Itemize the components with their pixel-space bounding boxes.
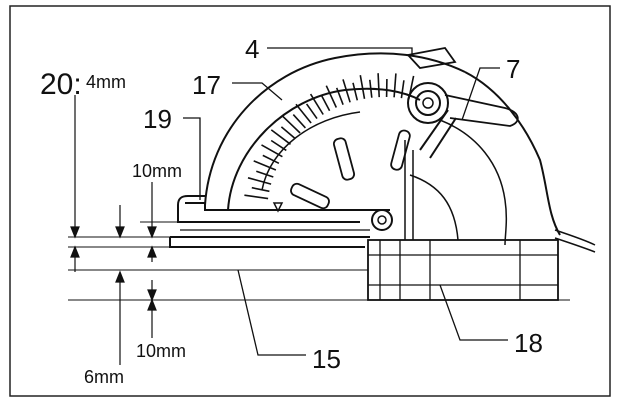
- scale-tick: [253, 160, 277, 171]
- scale-tick: [335, 87, 344, 105]
- scale-tick: [305, 103, 318, 120]
- part-18-label: 18: [514, 328, 543, 358]
- scale-tick: [325, 85, 338, 108]
- scale-tick: [309, 93, 324, 115]
- reference-lines: [68, 221, 570, 301]
- motor-housing-outline: [464, 71, 561, 236]
- leader-15: [237, 269, 306, 356]
- dim-10-upper-arrow-bottom: [147, 245, 157, 258]
- upper-guard-inner: [227, 87, 421, 211]
- scale-tick: [292, 114, 306, 129]
- leader-17: [232, 82, 283, 101]
- depth-knob-outer: [407, 82, 449, 124]
- scale-tick: [262, 154, 280, 165]
- scale-tick: [251, 186, 270, 193]
- guard-lever: [406, 47, 457, 69]
- figure-border: [9, 5, 611, 397]
- depth-knob-inner: [415, 90, 441, 116]
- part-4-label: 4: [245, 34, 259, 64]
- blade-slot-1: [332, 137, 356, 181]
- dim-10-lower-arrow-bottom: [147, 298, 157, 311]
- dim-6-label: 6mm: [84, 367, 124, 387]
- foot-block-outline: [367, 239, 559, 301]
- leader-lines: [183, 47, 508, 356]
- scale-tick: [352, 82, 359, 101]
- dim-20-unit-label: 4mm: [86, 72, 126, 92]
- blade-slots: [290, 129, 411, 210]
- scale-tick: [359, 75, 366, 99]
- depth-scale-ticks: [244, 73, 415, 200]
- dim-20-arrow-top: [70, 226, 80, 239]
- motor-housing-inner-2: [409, 174, 459, 241]
- depth-lever-arm: [444, 94, 519, 127]
- dim-10-lower-label: 10mm: [136, 341, 186, 361]
- foot-block: [367, 239, 559, 301]
- scale-tick: [247, 177, 272, 185]
- dim-20-prefix-label: 20:: [40, 68, 82, 101]
- dim-6-arrow-bottom: [115, 270, 125, 283]
- depth-scale-inner: [261, 111, 361, 191]
- dimension-lines: [70, 95, 157, 365]
- scale-tick: [377, 73, 380, 98]
- scale-tick: [261, 144, 283, 158]
- scale-tick: [282, 115, 301, 134]
- blade-slot-2: [390, 129, 411, 171]
- depth-knob-center: [422, 97, 434, 109]
- lever-link-2: [429, 117, 457, 159]
- scale-tick: [295, 103, 312, 124]
- blade-slot-3: [290, 182, 330, 210]
- scale-tick: [270, 139, 287, 152]
- scale-tick: [244, 194, 269, 200]
- power-cord-2: [554, 237, 596, 253]
- scale-tick: [320, 94, 331, 112]
- leader-4: [267, 47, 413, 55]
- dim-10-upper-arrow-top: [147, 226, 157, 239]
- base-pivot: [371, 209, 393, 231]
- motor-housing-inner: [439, 119, 508, 246]
- labels: 20: 4mm 10mm 10mm 6mm 4 17 19 7 15 18: [40, 34, 543, 387]
- part-19-label: 19: [143, 104, 172, 134]
- saw-assembly: [204, 47, 596, 253]
- dim-6-arrow-top: [115, 226, 125, 239]
- scale-tick: [270, 129, 291, 145]
- leader-19: [183, 117, 201, 200]
- scale-tick: [393, 73, 397, 98]
- dim-10-lower-arrow-top: [147, 289, 157, 302]
- base-front-lip: [177, 195, 205, 206]
- scale-tick: [342, 79, 351, 103]
- base-sole-bottom: [169, 237, 365, 248]
- part-15-label: 15: [312, 344, 341, 374]
- part-7-label: 7: [506, 54, 520, 84]
- dim-20-arrow-bottom: [70, 245, 80, 258]
- part-17-label: 17: [192, 70, 221, 100]
- scale-tick: [369, 79, 373, 98]
- base-pivot-center: [377, 215, 387, 225]
- leader-18: [439, 284, 508, 341]
- upper-guard-outline: [204, 52, 466, 206]
- depth-indicator-marker: [272, 202, 284, 213]
- dim-10-upper-label: 10mm: [132, 161, 182, 181]
- scale-tick: [280, 126, 296, 140]
- leader-7: [461, 67, 500, 121]
- scale-tick: [256, 170, 274, 178]
- scale-tick: [400, 80, 405, 99]
- power-cord: [554, 229, 596, 246]
- base-front-top: [185, 202, 390, 211]
- scale-tick: [407, 75, 415, 100]
